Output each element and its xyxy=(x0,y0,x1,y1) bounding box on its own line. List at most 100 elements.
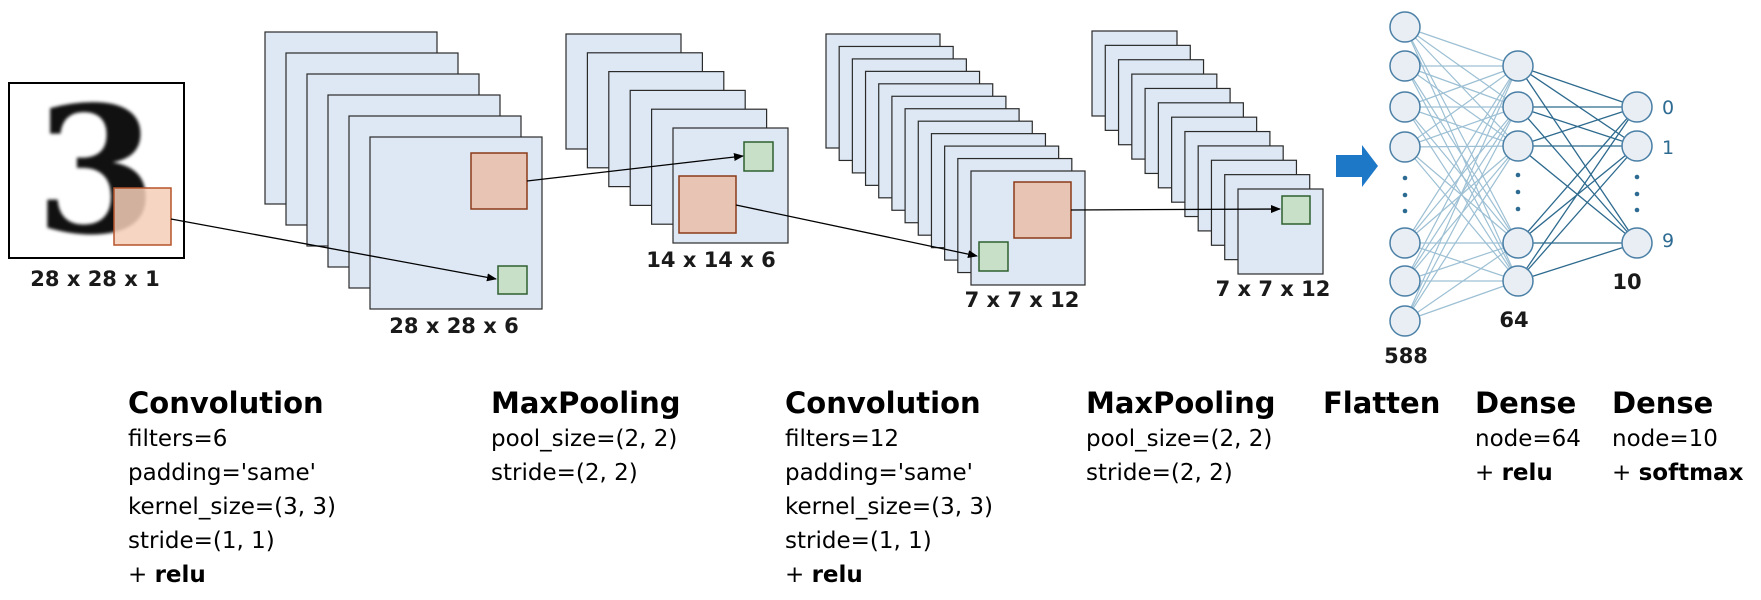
input-kernel-window xyxy=(113,187,172,246)
pool1-feature-maps xyxy=(565,33,789,244)
edge-l1-l2 xyxy=(1404,26,1519,244)
edge-l1-l2 xyxy=(1404,65,1519,322)
dense1-node xyxy=(1502,227,1534,259)
pool1-dims-label: 14 x 14 x 6 xyxy=(646,248,775,272)
param-line: padding='same' xyxy=(785,460,974,486)
conv1-output-cell xyxy=(497,265,528,295)
conv1-to-pool1-arrow xyxy=(526,153,744,182)
ellipsis-dot xyxy=(1634,191,1640,197)
pool1-kernel-window xyxy=(678,175,737,234)
ellipsis-dot xyxy=(1515,206,1521,212)
edge-l2-l3 xyxy=(1517,65,1638,147)
flatten-arrow-icon xyxy=(1336,145,1378,187)
layer-desc-conv1: Convolution filters=6 padding='same' ker… xyxy=(128,384,336,592)
dense1-node xyxy=(1502,130,1534,162)
ellipsis-dot xyxy=(1515,189,1521,195)
flatten-node xyxy=(1389,50,1421,82)
output-label-9: 9 xyxy=(1662,230,1674,252)
activation-name: relu xyxy=(811,562,863,588)
dense-network-edges xyxy=(1404,26,1638,322)
edge-l1-l2 xyxy=(1404,145,1519,322)
edge-l1-l2 xyxy=(1404,242,1519,282)
edge-l1-l2 xyxy=(1404,65,1519,244)
ellipsis-dot xyxy=(1515,172,1521,178)
dense2-count-label: 10 xyxy=(1612,270,1641,294)
edge-l1-l2 xyxy=(1404,26,1519,108)
dense1-node xyxy=(1502,50,1534,82)
layer-desc-conv2: Convolution filters=12 padding='same' ke… xyxy=(785,384,993,592)
edge-l2-l3 xyxy=(1517,65,1638,244)
param-line: filters=12 xyxy=(785,426,900,452)
ellipsis-dot xyxy=(1402,192,1408,198)
activation-line: + relu xyxy=(128,562,206,588)
edge-l1-l2 xyxy=(1404,106,1519,244)
edge-l2-l3 xyxy=(1517,106,1638,147)
edge-l1-l2 xyxy=(1404,106,1519,148)
activation-line: + relu xyxy=(785,562,863,588)
edge-l1-l2 xyxy=(1404,65,1519,108)
conv1-pool-window xyxy=(470,152,528,210)
edge-l2-l3 xyxy=(1517,65,1638,108)
layer-desc-dense1: Dense node=64 + relu xyxy=(1475,384,1581,490)
conv2-output-cell xyxy=(978,241,1009,272)
param-line: pool_size=(2, 2) xyxy=(491,426,678,452)
edge-l2-l3 xyxy=(1517,242,1638,282)
ellipsis-dots xyxy=(1402,172,1640,214)
edge-l1-l2 xyxy=(1404,145,1519,148)
flatten-node xyxy=(1389,265,1421,297)
edge-l1-l2 xyxy=(1404,65,1519,148)
param-line: stride=(2, 2) xyxy=(1086,460,1233,486)
conv1-dims-label: 28 x 28 x 6 xyxy=(389,314,518,338)
flatten-count-label: 588 xyxy=(1384,344,1428,368)
layer-title: Flatten xyxy=(1323,386,1441,420)
dense-network-nodes xyxy=(1389,11,1653,337)
pool1-output-cell xyxy=(743,141,774,172)
edge-l1-l2 xyxy=(1404,280,1519,322)
output-label-0: 0 xyxy=(1662,97,1674,119)
edge-l1-l2 xyxy=(1404,65,1519,282)
layer-desc-pool2: MaxPooling pool_size=(2, 2) stride=(2, 2… xyxy=(1086,384,1276,490)
conv2-to-pool2-arrow xyxy=(1070,205,1281,214)
pool2-feature-maps xyxy=(1091,30,1324,275)
layer-desc-pool1: MaxPooling pool_size=(2, 2) stride=(2, 2… xyxy=(491,384,681,490)
activation-line: + relu xyxy=(1475,460,1553,486)
dense1-count-label: 64 xyxy=(1499,308,1528,332)
pool1-to-conv2-arrow xyxy=(735,204,978,259)
param-line: stride=(1, 1) xyxy=(128,528,275,554)
pool2-dims-label: 7 x 7 x 12 xyxy=(1216,277,1331,301)
edge-l1-l2 xyxy=(1404,106,1519,322)
edge-l1-l2 xyxy=(1404,26,1519,67)
ellipsis-dot xyxy=(1402,208,1408,214)
activation-name: relu xyxy=(1501,460,1553,486)
dense2-node xyxy=(1621,91,1653,123)
output-label-1: 1 xyxy=(1662,137,1674,159)
edge-l1-l2 xyxy=(1404,242,1519,322)
flatten-node xyxy=(1389,131,1421,163)
input-image: 3 xyxy=(8,69,185,274)
dense2-node xyxy=(1621,130,1653,162)
layer-title: Convolution xyxy=(785,386,981,420)
layer-title: MaxPooling xyxy=(1086,386,1276,420)
param-line: node=64 xyxy=(1475,426,1581,452)
flatten-node xyxy=(1389,91,1421,123)
param-line: filters=6 xyxy=(128,426,228,452)
param-line: kernel_size=(3, 3) xyxy=(128,494,337,520)
flatten-node xyxy=(1389,305,1421,337)
param-line: padding='same' xyxy=(128,460,317,486)
param-line: kernel_size=(3, 3) xyxy=(785,494,994,520)
param-line: stride=(1, 1) xyxy=(785,528,932,554)
param-line: node=10 xyxy=(1612,426,1718,452)
param-line: pool_size=(2, 2) xyxy=(1086,426,1273,452)
layer-title: Dense xyxy=(1475,386,1577,420)
layer-title: Convolution xyxy=(128,386,324,420)
input-to-conv1-arrow xyxy=(170,218,497,282)
dense2-node xyxy=(1621,227,1653,259)
edge-l2-l3 xyxy=(1517,106,1638,282)
ellipsis-dot xyxy=(1402,175,1408,181)
layer-title: MaxPooling xyxy=(491,386,681,420)
edge-l2-l3 xyxy=(1517,145,1638,282)
conv2-pool-window xyxy=(1013,181,1072,239)
pool2-output-cell xyxy=(1281,195,1311,225)
edge-l2-l3 xyxy=(1517,106,1638,244)
dense1-node xyxy=(1502,265,1534,297)
